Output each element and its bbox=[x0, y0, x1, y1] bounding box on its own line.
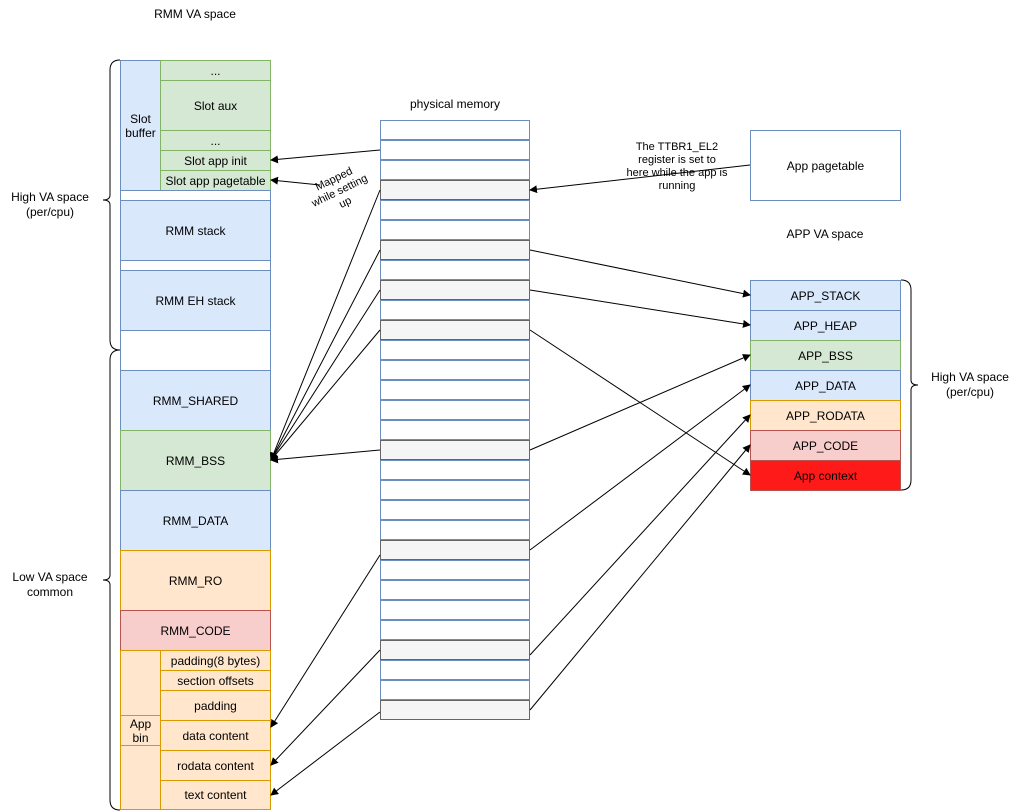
rmm-gap-3 bbox=[120, 330, 271, 371]
brace-high-left bbox=[102, 59, 121, 351]
physical-page bbox=[380, 200, 530, 220]
physical-page bbox=[380, 260, 530, 280]
physical-page bbox=[380, 160, 530, 180]
rmm-data: RMM_DATA bbox=[120, 490, 271, 551]
physical-page bbox=[380, 300, 530, 320]
physical-page bbox=[380, 660, 530, 680]
app-pagetable: App pagetable bbox=[750, 130, 901, 201]
app-bin-bottom bbox=[120, 745, 161, 810]
arrow-pm-to-text-content bbox=[270, 711, 381, 796]
physical-page bbox=[380, 620, 530, 640]
physical-page bbox=[380, 380, 530, 400]
app-context: App context bbox=[750, 460, 901, 491]
rmm-code: RMM_CODE bbox=[120, 610, 271, 651]
brace-high-right bbox=[900, 279, 919, 491]
arrow-pm-to-bss-4 bbox=[270, 329, 381, 461]
ttbr-annotation: The TTBR1_EL2 register is set to here wh… bbox=[612, 141, 742, 193]
physical-page bbox=[380, 440, 530, 460]
physical-page bbox=[380, 140, 530, 160]
data-content: data content bbox=[160, 720, 271, 751]
arrow-pm-to-app-heap bbox=[529, 289, 751, 328]
arrow-pm-to-slot-app-init bbox=[270, 149, 381, 164]
low-va-label-left: Low VA space common bbox=[12, 570, 88, 599]
arrow-pm-to-bss-2 bbox=[270, 249, 381, 461]
arrow-pm-to-data-content bbox=[270, 554, 381, 728]
physical-page bbox=[380, 540, 530, 560]
physical-page bbox=[380, 400, 530, 420]
physical-page bbox=[380, 640, 530, 660]
physical-page bbox=[380, 500, 530, 520]
physical-memory-title: physical memory bbox=[409, 97, 501, 111]
arrow-pm-to-app-code bbox=[529, 444, 751, 711]
physical-page bbox=[380, 700, 530, 720]
physical-page bbox=[380, 420, 530, 440]
rmm-va-space-title: RMM VA space bbox=[154, 7, 236, 21]
app-va-space-title: APP VA space bbox=[786, 227, 864, 241]
physical-page bbox=[380, 120, 530, 140]
arrow-pm-to-app-bss bbox=[529, 354, 751, 451]
rmm-shared: RMM_SHARED bbox=[120, 370, 271, 431]
app-data: APP_DATA bbox=[750, 370, 901, 401]
arrow-pm-to-bss-3 bbox=[270, 289, 381, 461]
arrow-pm-to-app-rodata bbox=[529, 414, 751, 656]
physical-page bbox=[380, 340, 530, 360]
rmm-ro: RMM_RO bbox=[120, 550, 271, 611]
high-va-label-left: High VA space (per/cpu) bbox=[11, 190, 89, 219]
physical-page bbox=[380, 520, 530, 540]
physical-page bbox=[380, 460, 530, 480]
brace-low-left bbox=[102, 349, 121, 811]
high-va-label-right: High VA space (per/cpu) bbox=[931, 370, 1009, 399]
arrow-pm-to-bss-5 bbox=[270, 449, 381, 464]
physical-page bbox=[380, 580, 530, 600]
app-code: APP_CODE bbox=[750, 430, 901, 461]
physical-page bbox=[380, 280, 530, 300]
physical-page bbox=[380, 360, 530, 380]
arrow-pm-to-bss-1 bbox=[269, 189, 381, 461]
arrow-pm-to-app-stack bbox=[529, 249, 751, 298]
physical-page bbox=[380, 240, 530, 260]
arrow-pm-to-app-data bbox=[529, 384, 751, 551]
slot-aux: Slot aux bbox=[160, 80, 271, 131]
physical-page bbox=[380, 600, 530, 620]
slot-app-pagetable: Slot app pagetable bbox=[160, 170, 271, 191]
rmm-eh-stack: RMM EH stack bbox=[120, 270, 271, 331]
physical-page bbox=[380, 680, 530, 700]
arrow-app-pagetable-to-pm bbox=[529, 164, 751, 194]
physical-page bbox=[380, 480, 530, 500]
physical-page bbox=[380, 320, 530, 340]
physical-page bbox=[380, 560, 530, 580]
text-content: text content bbox=[160, 780, 271, 810]
section-offsets: section offsets bbox=[160, 670, 271, 691]
arrow-pm-to-slot-app-pagetable bbox=[270, 176, 321, 186]
arrow-pm-to-rodata-content bbox=[270, 649, 381, 766]
physical-page bbox=[380, 220, 530, 240]
